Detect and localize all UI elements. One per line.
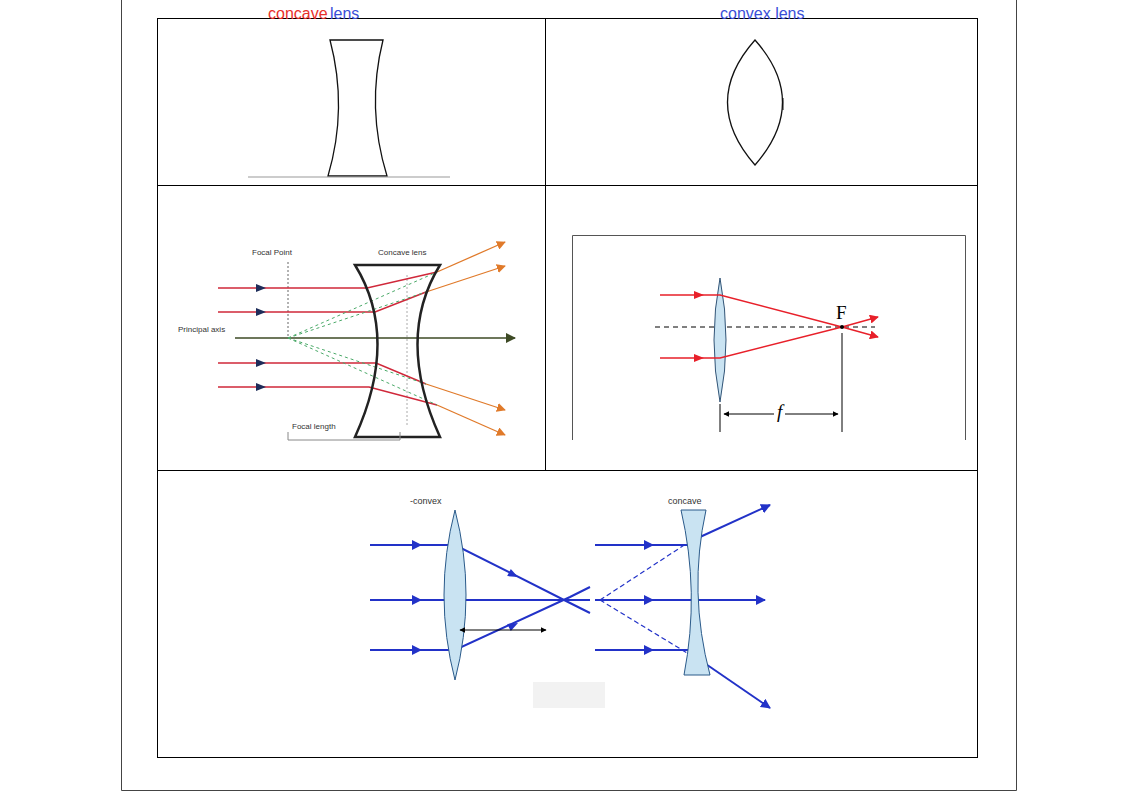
convex-bottom-diagram — [370, 587, 590, 650]
concave-ray-diagram — [288, 262, 289, 338]
convex-bottom-diagram — [533, 682, 605, 708]
concave-bottom-diagram — [595, 505, 770, 708]
convex-bottom-diagram — [370, 599, 590, 601]
convex-ray-diagram — [694, 354, 704, 362]
concave-lens-shape — [328, 40, 387, 176]
concave-ray-diagram — [437, 242, 505, 272]
convex-ray-diagram — [842, 327, 878, 337]
convex-lens-shape — [728, 40, 784, 165]
concave-ray-diagram — [235, 337, 515, 339]
convex-bottom-diagram — [370, 510, 605, 708]
concave-bottom-diagram — [595, 505, 770, 708]
concave-ray-diagram — [256, 284, 266, 292]
convex-bottom-diagram — [370, 545, 590, 650]
convex-bottom-diagram — [444, 510, 466, 680]
concave-ray-diagram — [288, 272, 437, 405]
concave-ray-diagram — [218, 363, 426, 384]
concave-bottom-diagram — [700, 505, 770, 537]
convex-ray-diagram — [720, 333, 842, 432]
outer-frame — [122, 0, 1017, 791]
concave-ray-diagram — [437, 405, 505, 435]
concave-ray-diagram — [407, 275, 408, 425]
concave-ray-diagram — [218, 242, 515, 440]
convex-bottom-diagram — [412, 645, 422, 655]
convex-ray-diagram — [720, 404, 721, 432]
concave-ray-diagram — [218, 292, 426, 312]
concave-bottom-diagram — [700, 660, 770, 708]
convex-ray-diagram — [842, 333, 843, 432]
focal-length-label: f — [774, 402, 785, 423]
focus-label: F — [836, 303, 847, 324]
concave-bottom-diagram — [600, 600, 692, 656]
heading: convex lens — [720, 5, 805, 23]
table-grid — [545, 19, 546, 471]
concave-bottom-diagram — [600, 540, 692, 600]
convex-ray-diagram — [842, 317, 878, 327]
concave-ray-diagram — [288, 338, 437, 405]
concave-lens-shape — [248, 40, 450, 177]
concave-bottom-diagram — [595, 544, 690, 546]
heading-word: concave — [268, 5, 328, 23]
concave-ray-diagram — [256, 383, 266, 391]
concave-bottom-diagram — [681, 510, 710, 675]
convex-ray-diagram — [840, 325, 844, 329]
convex-bottom-diagram — [412, 595, 422, 605]
concave-bottom-diagram — [595, 649, 690, 651]
concave-bottom-diagram — [644, 645, 654, 655]
table-grid — [158, 19, 978, 758]
concave-ray-diagram — [355, 265, 440, 437]
concave-bottom-diagram — [644, 595, 654, 605]
convex-ray-diagram — [694, 291, 704, 299]
concave-ray-diagram — [218, 272, 437, 405]
convex-ray-diagram — [573, 236, 966, 441]
lens-label: concave — [668, 497, 702, 507]
convex-bottom-diagram — [412, 540, 422, 550]
concave-bottom-diagram — [644, 540, 654, 655]
convex-bottom-diagram — [507, 569, 518, 577]
table-grid — [158, 470, 978, 471]
length-label: Focal length — [292, 423, 336, 432]
lens-label: -convex — [410, 497, 442, 507]
outer-frame — [122, 0, 1017, 791]
concave-ray-diagram — [218, 272, 437, 288]
table-grid — [158, 185, 978, 186]
convex-bottom-diagram — [460, 630, 546, 631]
concave-ray-diagram — [256, 308, 266, 316]
convex-ray-diagram — [694, 291, 704, 362]
convex-ray-diagram — [660, 295, 878, 358]
convex-ray-diagram — [660, 295, 842, 327]
concave-bottom-diagram — [644, 540, 654, 550]
concave-ray-diagram — [256, 359, 266, 367]
concave-ray-diagram — [426, 384, 505, 410]
concave-bottom-diagram — [600, 540, 692, 656]
convex-ray-diagram — [660, 327, 842, 358]
concave-ray-diagram — [288, 432, 400, 440]
concave-ray-diagram — [288, 338, 426, 384]
convex-lens-shape — [728, 40, 783, 165]
heading-word: lens — [330, 5, 359, 23]
lens-label: Concave lens — [378, 249, 426, 258]
axis-label: Principal axis — [178, 326, 225, 335]
concave-lens-shape — [248, 177, 450, 178]
concave-ray-diagram — [288, 292, 426, 338]
table-grid — [158, 19, 978, 758]
convex-lens-shape — [783, 98, 784, 110]
concave-ray-diagram — [288, 272, 437, 338]
concave-ray-diagram — [256, 284, 266, 391]
concave-bottom-diagram — [595, 599, 765, 601]
point-label: Focal Point — [252, 249, 292, 258]
convex-ray-diagram — [573, 236, 966, 441]
